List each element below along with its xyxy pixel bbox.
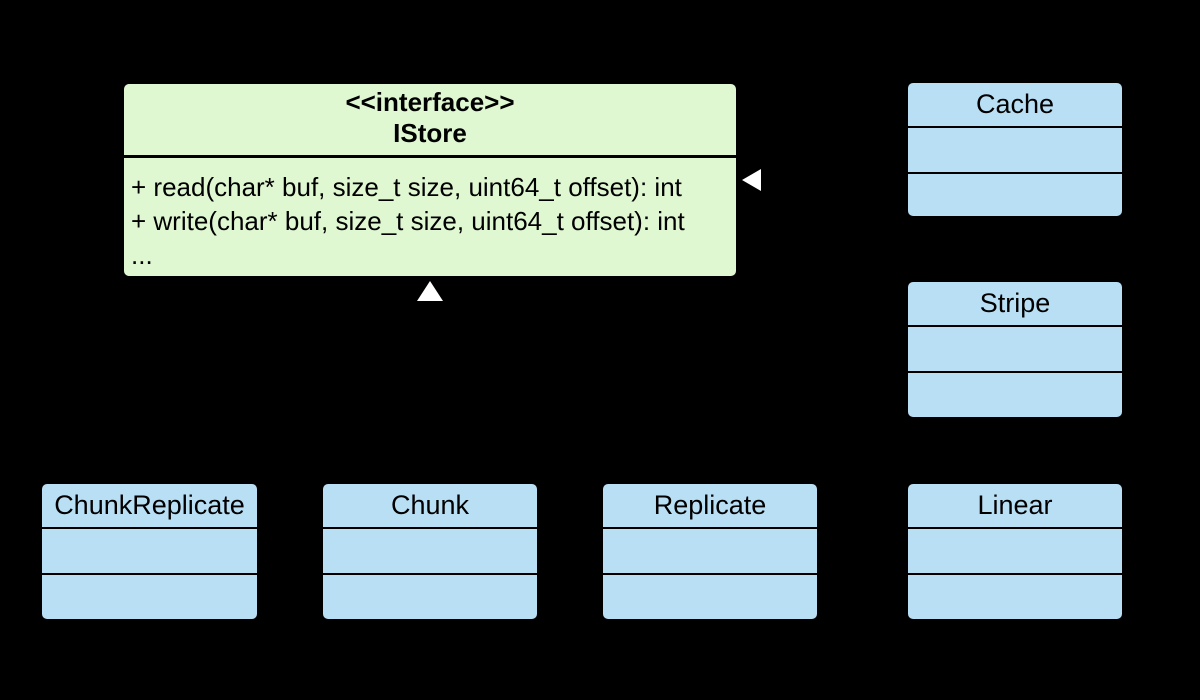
interface-methods-compartment: + read(char* buf, size_t size, uint64_t … [124, 158, 736, 272]
uml-class-replicate: Replicate [601, 482, 819, 621]
class-name: Chunk [390, 490, 470, 520]
method-write: + write(char* buf, size_t size, uint64_t… [131, 206, 685, 236]
class-attributes-compartment [42, 529, 257, 575]
uml-class-chunk: Chunk [321, 482, 539, 621]
uml-class-chunkreplicate: ChunkReplicate [40, 482, 259, 621]
interface-name: IStore [393, 118, 467, 148]
method-ellipsis: ... [131, 240, 153, 270]
uml-interface-istore: <<interface>> IStore + read(char* buf, s… [122, 82, 738, 278]
uml-class-cache: Cache [906, 81, 1124, 218]
interface-header: <<interface>> IStore [124, 84, 736, 158]
class-attributes-compartment [908, 128, 1122, 174]
realization-arrowhead-bottom-icon [417, 281, 443, 301]
class-header: Linear [908, 484, 1122, 529]
class-attributes-compartment [603, 529, 817, 575]
class-header: Replicate [603, 484, 817, 529]
class-header: Chunk [323, 484, 537, 529]
class-attributes-compartment [908, 529, 1122, 575]
method-read: + read(char* buf, size_t size, uint64_t … [131, 172, 682, 202]
class-name: Stripe [979, 288, 1051, 318]
interface-stereotype: <<interface>> [345, 87, 515, 117]
class-name: Cache [975, 89, 1055, 119]
class-header: Cache [908, 83, 1122, 128]
realization-arrowhead-right-icon [742, 169, 761, 191]
uml-class-linear: Linear [906, 482, 1124, 621]
class-attributes-compartment [908, 327, 1122, 373]
class-name: Replicate [653, 490, 767, 520]
uml-class-stripe: Stripe [906, 280, 1124, 419]
class-header: ChunkReplicate [42, 484, 257, 529]
class-name: ChunkReplicate [54, 490, 245, 520]
class-header: Stripe [908, 282, 1122, 327]
class-name: Linear [977, 490, 1053, 520]
class-attributes-compartment [323, 529, 537, 575]
